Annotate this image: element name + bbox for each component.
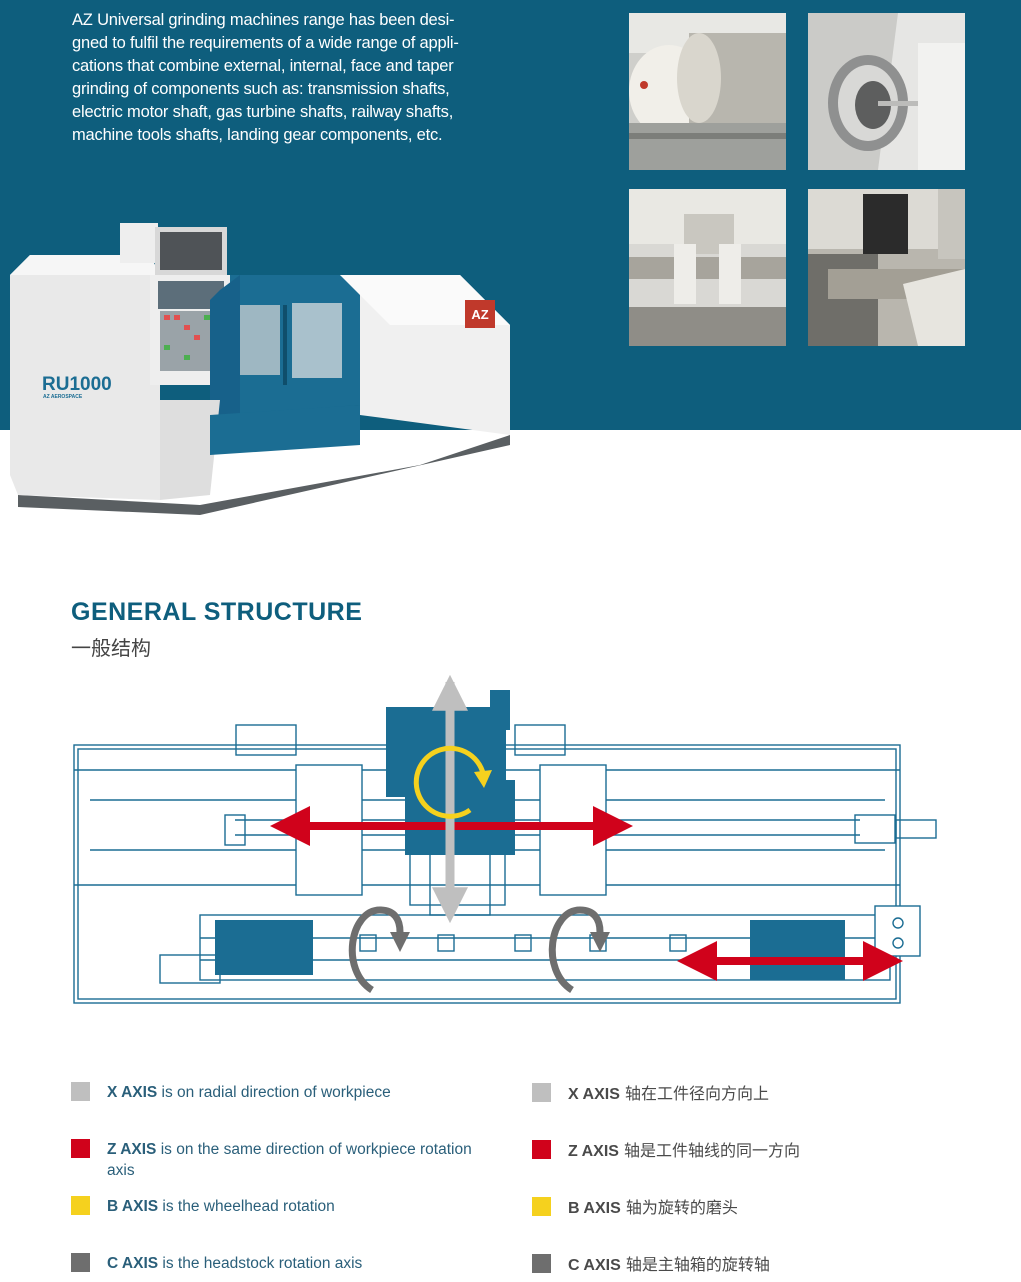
machine-logo: AZ bbox=[471, 307, 488, 322]
legend-description: is on radial direction of workpiece bbox=[157, 1084, 391, 1101]
intro-line: cations that combine external, internal,… bbox=[72, 57, 454, 75]
legend-axis-label: Z AXIS bbox=[107, 1141, 157, 1158]
z-axis-swatch bbox=[71, 1139, 90, 1158]
legend-description: 轴在工件径向方向上 bbox=[619, 1084, 769, 1103]
legend-axis-label: C AXIS bbox=[107, 1255, 159, 1272]
x-axis-swatch bbox=[532, 1083, 551, 1102]
legend-x-axis: X AXIS is on radial direction of workpie… bbox=[71, 1082, 491, 1103]
intro-paragraph: AZ Universal grinding machines range has… bbox=[72, 9, 484, 147]
legend-c-axis: C AXIS is the headstock rotation axis bbox=[71, 1253, 491, 1274]
section-subtitle: 一般结构 bbox=[71, 636, 151, 660]
legend-axis-label: Z AXIS bbox=[568, 1143, 619, 1160]
legend-description: 轴为旋转的磨头 bbox=[620, 1198, 738, 1217]
general-structure-diagram bbox=[60, 670, 960, 1015]
legend-description: is on the same direction of workpiece ro… bbox=[107, 1141, 472, 1179]
machine-model-label: RU1000 bbox=[42, 374, 112, 395]
legend-description: is the wheelhead rotation bbox=[158, 1198, 335, 1215]
grinding-wheel-photo bbox=[629, 13, 786, 170]
legend-description: 轴是主轴箱的旋转轴 bbox=[620, 1255, 770, 1274]
legend-z-axis: Z AXIS is on the same direction of workp… bbox=[71, 1139, 491, 1181]
ru1000-machine-illustration: AZ RU1000 AZ AEROSPACE bbox=[0, 215, 520, 515]
intro-line: electric motor shaft, gas turbine shafts… bbox=[72, 103, 454, 121]
legend-axis-label: B AXIS bbox=[107, 1198, 159, 1215]
b-axis-swatch bbox=[71, 1196, 90, 1215]
machine-sublabel: AZ AEROSPACE bbox=[43, 394, 83, 400]
legend-axis-label: C AXIS bbox=[568, 1257, 621, 1274]
intro-line: AZ Universal grinding machines range has… bbox=[72, 11, 455, 29]
legend-axis-label: X AXIS bbox=[568, 1086, 620, 1103]
intro-line: gned to fulfil the requirements of a wid… bbox=[72, 34, 459, 52]
intro-line: machine tools shafts, landing gear compo… bbox=[72, 126, 443, 144]
legend-description: is the headstock rotation axis bbox=[158, 1255, 363, 1272]
workpiece-setup-photo bbox=[629, 189, 786, 346]
internal-grinding-photo bbox=[808, 13, 965, 170]
legend-b-axis-cn: B AXIS 轴为旋转的磨头 bbox=[532, 1197, 972, 1219]
legend-x-axis-cn: X AXIS 轴在工件径向方向上 bbox=[532, 1083, 972, 1105]
legend-axis-label: B AXIS bbox=[568, 1200, 621, 1217]
legend-z-axis-cn: Z AXIS 轴是工件轴线的同一方向 bbox=[532, 1140, 972, 1162]
legend-c-axis-cn: C AXIS 轴是主轴箱的旋转轴 bbox=[532, 1254, 972, 1276]
c-axis-swatch bbox=[532, 1254, 551, 1273]
b-axis-swatch bbox=[532, 1197, 551, 1216]
intro-line: grinding of components such as: transmis… bbox=[72, 80, 450, 98]
c-axis-swatch bbox=[71, 1253, 90, 1272]
wheelhead-photo bbox=[808, 189, 965, 346]
z-axis-swatch bbox=[532, 1140, 551, 1159]
legend-axis-label: X AXIS bbox=[107, 1084, 158, 1101]
x-axis-swatch bbox=[71, 1082, 90, 1101]
legend-b-axis: B AXIS is the wheelhead rotation bbox=[71, 1196, 491, 1217]
section-title: GENERAL STRUCTURE bbox=[71, 598, 363, 626]
legend-description: 轴是工件轴线的同一方向 bbox=[618, 1141, 801, 1160]
